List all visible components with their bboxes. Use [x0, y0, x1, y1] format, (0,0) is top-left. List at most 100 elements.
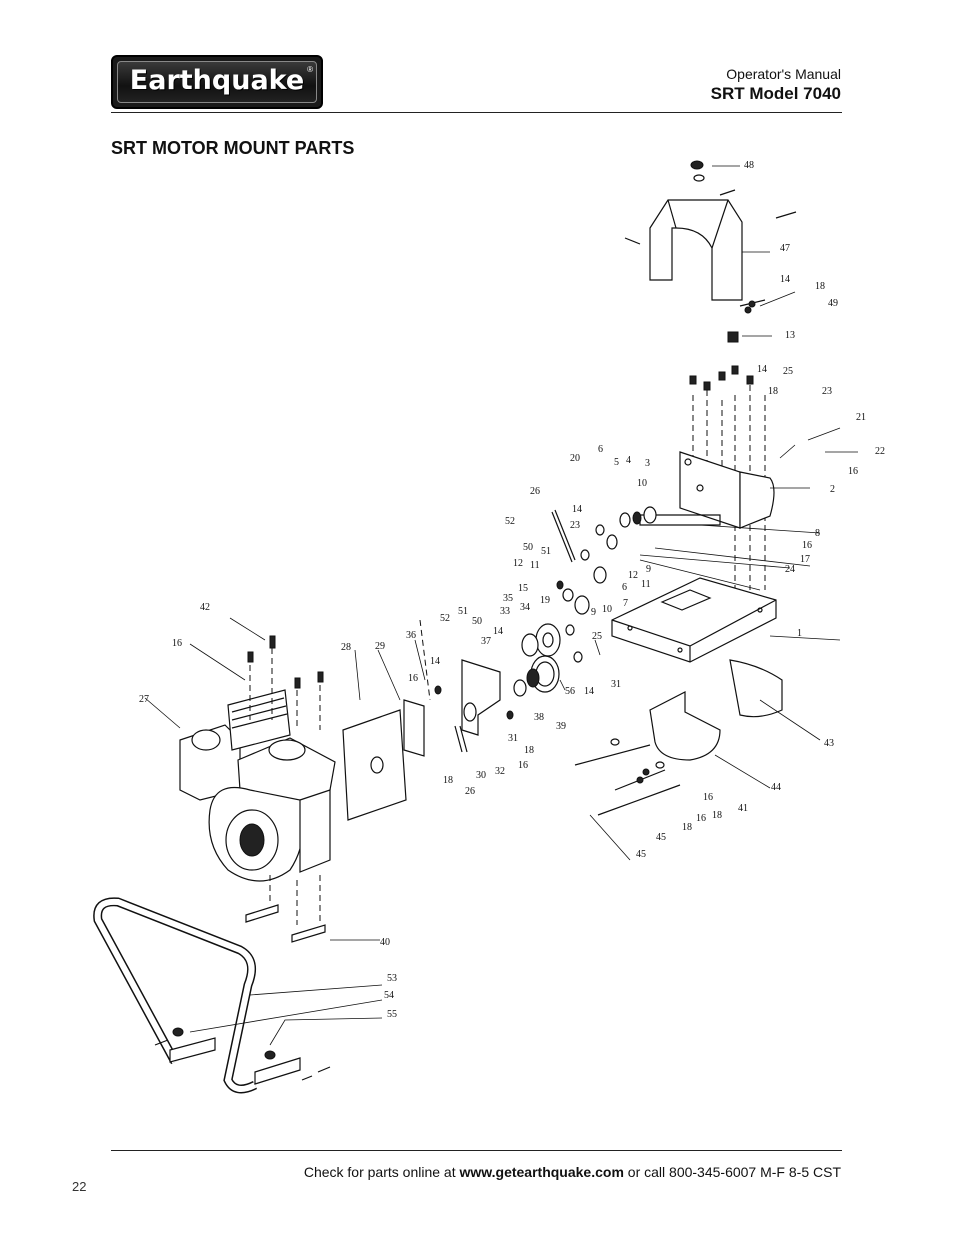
callout-47: 47 [780, 243, 790, 254]
callout-11: 11 [530, 560, 540, 571]
callout-33: 33 [500, 606, 510, 617]
manual-label: Operator's Manual [726, 66, 841, 82]
callout-24: 24 [785, 564, 795, 575]
callout-32: 32 [495, 766, 505, 777]
callout-52: 52 [440, 613, 450, 624]
callout-19: 19 [540, 595, 550, 606]
callout-50: 50 [523, 542, 533, 553]
callout-2: 2 [830, 484, 835, 495]
callout-16: 16 [172, 638, 182, 649]
callout-30: 30 [476, 770, 486, 781]
callout-leader-lines [144, 165, 858, 1046]
callout-16: 16 [518, 760, 528, 771]
callout-25: 25 [783, 366, 793, 377]
callout-12: 12 [628, 570, 638, 581]
callout-18: 18 [712, 810, 722, 821]
pulley-assembly [513, 623, 583, 697]
callout-52: 52 [505, 516, 515, 527]
callout-18: 18 [768, 386, 778, 397]
callout-11: 11 [641, 579, 651, 590]
callout-14: 14 [493, 626, 503, 637]
callout-18: 18 [524, 745, 534, 756]
logo-bevel [117, 61, 317, 103]
callout-23: 23 [570, 520, 580, 531]
callout-1: 1 [797, 628, 802, 639]
callout-31: 31 [611, 679, 621, 690]
callout-39: 39 [556, 721, 566, 732]
callout-44: 44 [771, 782, 781, 793]
callout-14: 14 [572, 504, 582, 515]
callout-41: 41 [738, 803, 748, 814]
callout-26: 26 [530, 486, 540, 497]
callout-14: 14 [430, 656, 440, 667]
callout-10: 10 [637, 478, 647, 489]
engine-shield-plate [342, 709, 407, 821]
callout-17: 17 [800, 554, 810, 565]
footer-suffix: or call 800-345-6007 M-F 8-5 CST [627, 1164, 841, 1180]
earthquake-logo: Earthquake ® [111, 55, 323, 109]
callout-55: 55 [387, 1009, 397, 1020]
callout-50: 50 [472, 616, 482, 627]
callout-21: 21 [856, 412, 866, 423]
callout-14: 14 [780, 274, 790, 285]
engine [179, 619, 431, 943]
model-label: SRT Model 7040 [710, 84, 841, 103]
callout-15: 15 [518, 583, 528, 594]
callout-53: 53 [387, 973, 397, 984]
callout-37: 37 [481, 636, 491, 647]
callout-10: 10 [602, 604, 612, 615]
callout-38: 38 [534, 712, 544, 723]
page-title: SRT MOTOR MOUNT PARTS [111, 138, 355, 158]
callout-20: 20 [570, 453, 580, 464]
callout-56: 56 [565, 686, 575, 697]
callout-51: 51 [458, 606, 468, 617]
shaft-hardware-stack [551, 506, 657, 615]
callout-4: 4 [626, 455, 631, 466]
callout-16: 16 [408, 673, 418, 684]
callout-45: 45 [636, 849, 646, 860]
callout-35: 35 [503, 593, 513, 604]
exploded-parts-diagram: 48 47 14 18 49 13 14 25 18 23 21 22 16 2… [93, 160, 885, 1094]
callout-13: 13 [785, 330, 795, 341]
handle-bar [93, 897, 331, 1094]
callout-6: 6 [598, 444, 603, 455]
footer-prefix: Check for parts online at [303, 1164, 456, 1180]
callout-49: 49 [828, 298, 838, 309]
callout-9: 9 [591, 607, 596, 618]
callout-36: 36 [406, 630, 416, 641]
belt-guard-cover [624, 160, 797, 343]
lower-belt-guard [574, 659, 783, 816]
callout-3: 3 [645, 458, 650, 469]
callout-8: 8 [815, 528, 820, 539]
header-rule [111, 112, 842, 113]
callout-48: 48 [744, 160, 754, 171]
callout-9: 9 [646, 564, 651, 575]
callout-43: 43 [824, 738, 834, 749]
page-number: 22 [72, 1179, 87, 1194]
callout-18: 18 [815, 281, 825, 292]
callout-28: 28 [341, 642, 351, 653]
callout-26: 26 [465, 786, 475, 797]
callout-42: 42 [200, 602, 210, 613]
logo-text: Earthquake [129, 65, 305, 96]
footer-rule [111, 1150, 842, 1151]
callout-23: 23 [822, 386, 832, 397]
upper-mount-bracket [639, 451, 775, 529]
callout-16: 16 [802, 540, 812, 551]
base-plate [611, 577, 777, 663]
callout-22: 22 [875, 446, 885, 457]
callout-51: 51 [541, 546, 551, 557]
website-link[interactable]: www.getearthquake.com [459, 1164, 624, 1180]
callout-25: 25 [592, 631, 602, 642]
callout-12: 12 [513, 558, 523, 569]
callout-18: 18 [682, 822, 692, 833]
footer-contact: Check for parts online at www.getearthqu… [304, 1164, 841, 1180]
callout-labels: 48 47 14 18 49 13 14 25 18 23 21 22 16 2… [139, 160, 885, 1020]
callout-34: 34 [520, 602, 530, 613]
callout-5: 5 [614, 457, 619, 468]
callout-54: 54 [384, 990, 394, 1001]
callout-14: 14 [757, 364, 767, 375]
callout-29: 29 [375, 641, 385, 652]
callout-16: 16 [696, 813, 706, 824]
callout-6: 6 [622, 582, 627, 593]
